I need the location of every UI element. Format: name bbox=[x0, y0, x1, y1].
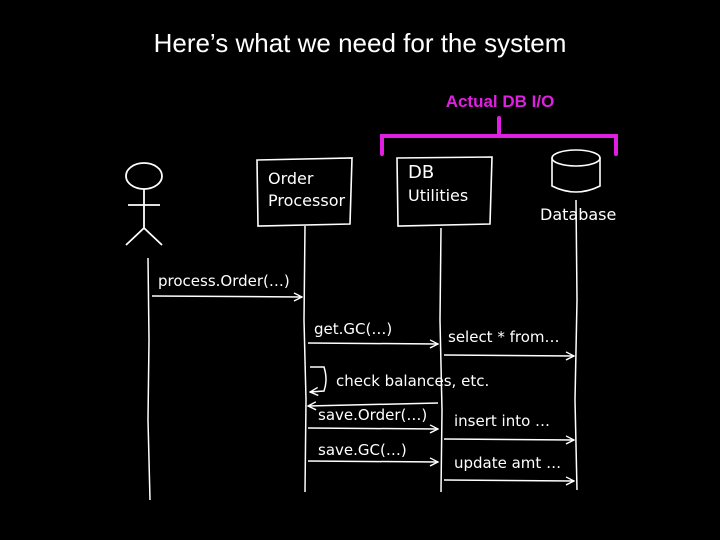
message-update-amt-arrow bbox=[443, 480, 574, 481]
message-select-from-arrow bbox=[443, 355, 574, 356]
message-insert-into-label: insert into … bbox=[454, 412, 550, 430]
message-check-balances-self-arrow bbox=[310, 366, 327, 392]
database-cylinder-icon bbox=[551, 149, 601, 193]
order-processor-lifeline bbox=[303, 225, 307, 493]
actor-lifeline bbox=[147, 257, 151, 501]
message-save-order-arrow bbox=[307, 428, 438, 429]
message-update-amt-label: update amt … bbox=[454, 454, 561, 472]
database-lifeline bbox=[574, 199, 578, 491]
message-process-order-label: process.Order(…) bbox=[158, 272, 290, 290]
message-save-gc-label: save.GC(…) bbox=[318, 441, 407, 459]
message-insert-into-arrow bbox=[443, 439, 574, 440]
db-utilities-label-line1: DB bbox=[408, 162, 434, 183]
database-label: Database bbox=[540, 205, 616, 224]
message-get-gc-label: get.GC(…) bbox=[314, 320, 392, 338]
message-get-gc-arrow bbox=[307, 343, 438, 344]
message-select-from-label: select * from… bbox=[448, 328, 560, 346]
message-save-order-label: save.Order(…) bbox=[318, 406, 427, 424]
message-save-gc-arrow bbox=[307, 461, 438, 462]
message-process-order-arrow bbox=[151, 296, 302, 297]
actor-stick-figure bbox=[125, 162, 163, 246]
db-io-bracket bbox=[380, 116, 618, 156]
db-utilities-label-line2: Utilities bbox=[408, 186, 468, 205]
message-check-balances-label: check balances, etc. bbox=[336, 372, 489, 390]
slide-title: Here’s what we need for the system bbox=[153, 28, 567, 58]
db-utilities-lifeline bbox=[439, 227, 443, 493]
message-save-order-return-arrow bbox=[308, 403, 439, 406]
order-processor-box: Order Processor bbox=[256, 157, 353, 227]
order-processor-label-line1: Order bbox=[268, 169, 314, 188]
order-processor-label-line2: Processor bbox=[268, 191, 345, 210]
db-utilities-box: DB Utilities bbox=[396, 156, 493, 227]
bracket-label: Actual DB I/O bbox=[445, 92, 555, 111]
